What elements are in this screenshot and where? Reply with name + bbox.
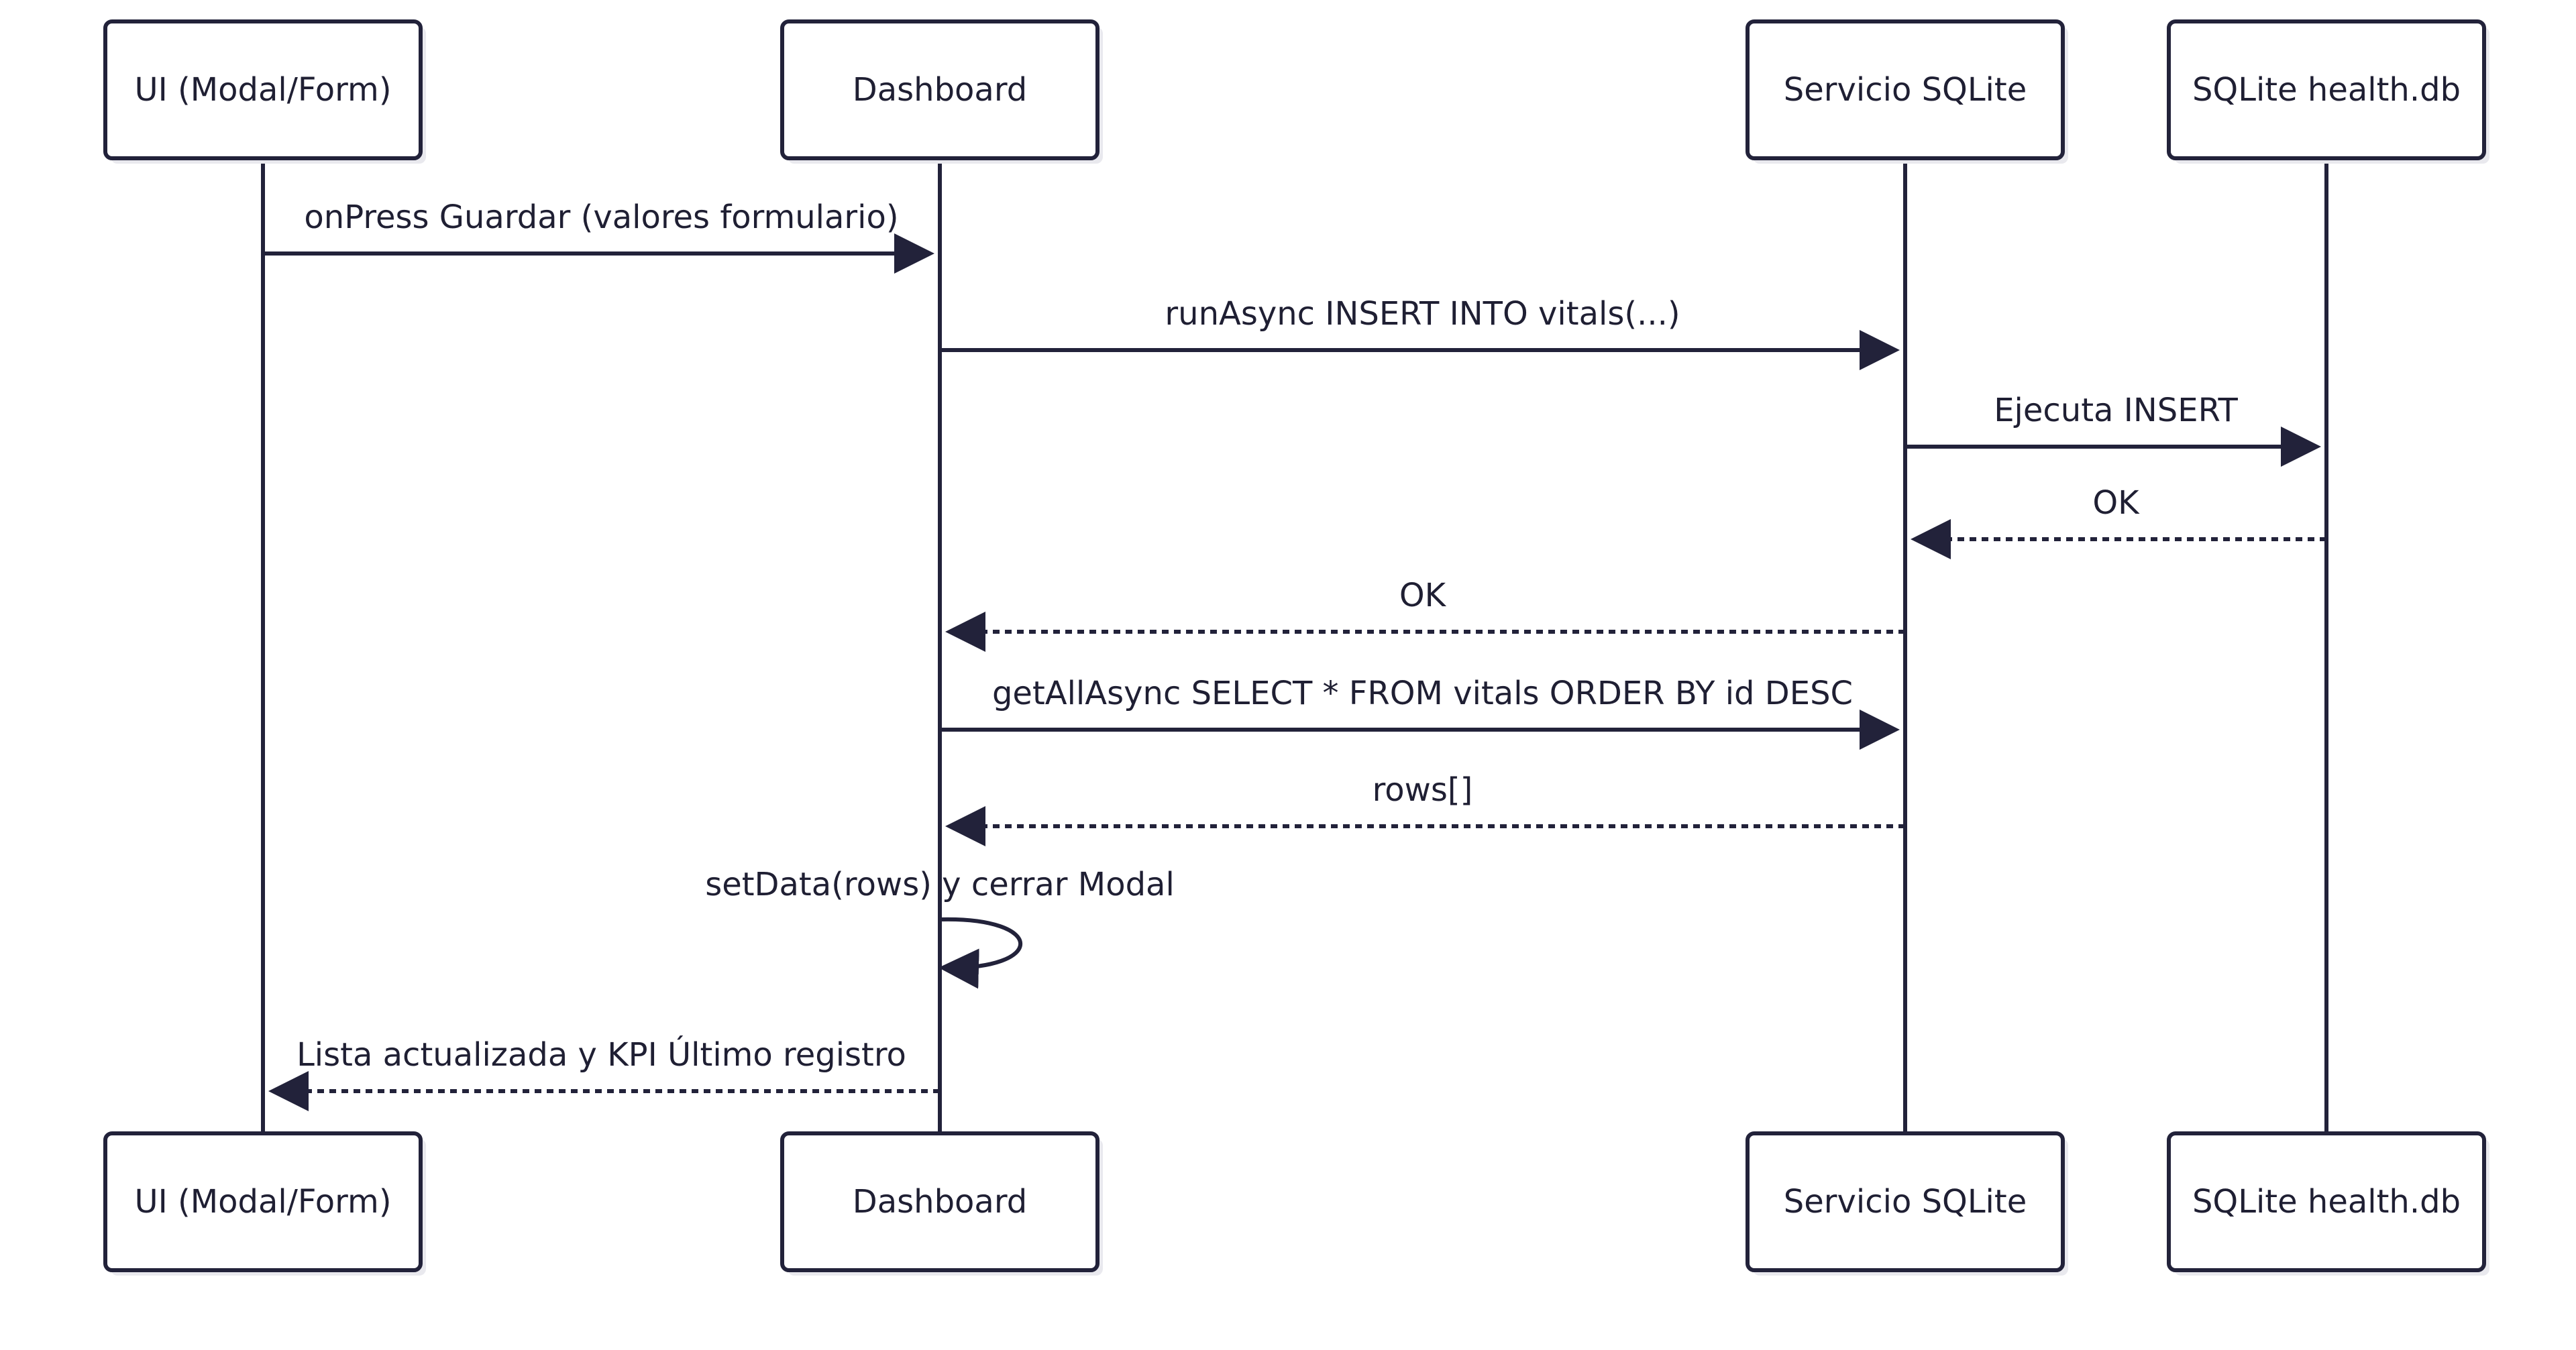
actor-top-sqlite-service: Servicio SQLite (1746, 19, 2068, 164)
message-label: rows[] (1373, 771, 1473, 809)
actor-label: UI (Modal/Form) (134, 1183, 391, 1221)
message-label: runAsync INSERT INTO vitals(...) (1165, 295, 1680, 333)
actor-label: SQLite health.db (2192, 71, 2461, 109)
message-5: OK (945, 577, 1905, 652)
message-3: Ejecuta INSERT (1905, 392, 2321, 467)
actor-label: UI (Modal/Form) (134, 71, 391, 109)
actor-label: Dashboard (853, 71, 1027, 109)
actor-label: SQLite health.db (2192, 1183, 2461, 1221)
actor-box (780, 1131, 1099, 1272)
message-arrow (938, 917, 1023, 989)
message-2: runAsync INSERT INTO vitals(...) (940, 295, 1900, 370)
actor-box (1746, 1131, 2065, 1272)
actor-top-ui: UI (Modal/Form) (103, 19, 426, 164)
actor-box (2167, 19, 2486, 160)
actor-top-dashboard: Dashboard (780, 19, 1103, 164)
message-label: onPress Guardar (valores formulario) (304, 199, 898, 236)
actor-box (780, 19, 1099, 160)
message-1: onPress Guardar (valores formulario) (263, 199, 934, 274)
actor-label: Dashboard (853, 1183, 1027, 1221)
message-label: OK (2092, 484, 2140, 522)
message-label: Lista actualizada y KPI Último registro (297, 1035, 906, 1074)
actor-box (1746, 19, 2065, 160)
message-4: OK (1911, 484, 2326, 559)
message-label: OK (1399, 577, 1447, 614)
actor-label: Servicio SQLite (1784, 71, 2027, 109)
message-label: setData(rows) y cerrar Modal (705, 866, 1175, 903)
actor-box (103, 1131, 423, 1272)
message-label: getAllAsync SELECT * FROM vitals ORDER B… (992, 675, 1853, 712)
actor-label: Servicio SQLite (1784, 1183, 2027, 1221)
actor-box (2167, 1131, 2486, 1272)
message-6: getAllAsync SELECT * FROM vitals ORDER B… (940, 675, 1900, 750)
actor-bottom-dashboard: Dashboard (780, 1131, 1103, 1276)
actor-box (103, 19, 423, 160)
actor-bottom-sqlite-db: SQLite health.db (2167, 1131, 2489, 1276)
message-8: setData(rows) y cerrar Modal (705, 866, 1175, 989)
message-label: Ejecuta INSERT (1994, 392, 2238, 429)
message-7: rows[] (945, 771, 1905, 846)
message-9: Lista actualizada y KPI Último registro (268, 1035, 940, 1111)
actor-bottom-sqlite-service: Servicio SQLite (1746, 1131, 2068, 1276)
actor-top-sqlite-db: SQLite health.db (2167, 19, 2489, 164)
actor-bottom-ui: UI (Modal/Form) (103, 1131, 426, 1276)
